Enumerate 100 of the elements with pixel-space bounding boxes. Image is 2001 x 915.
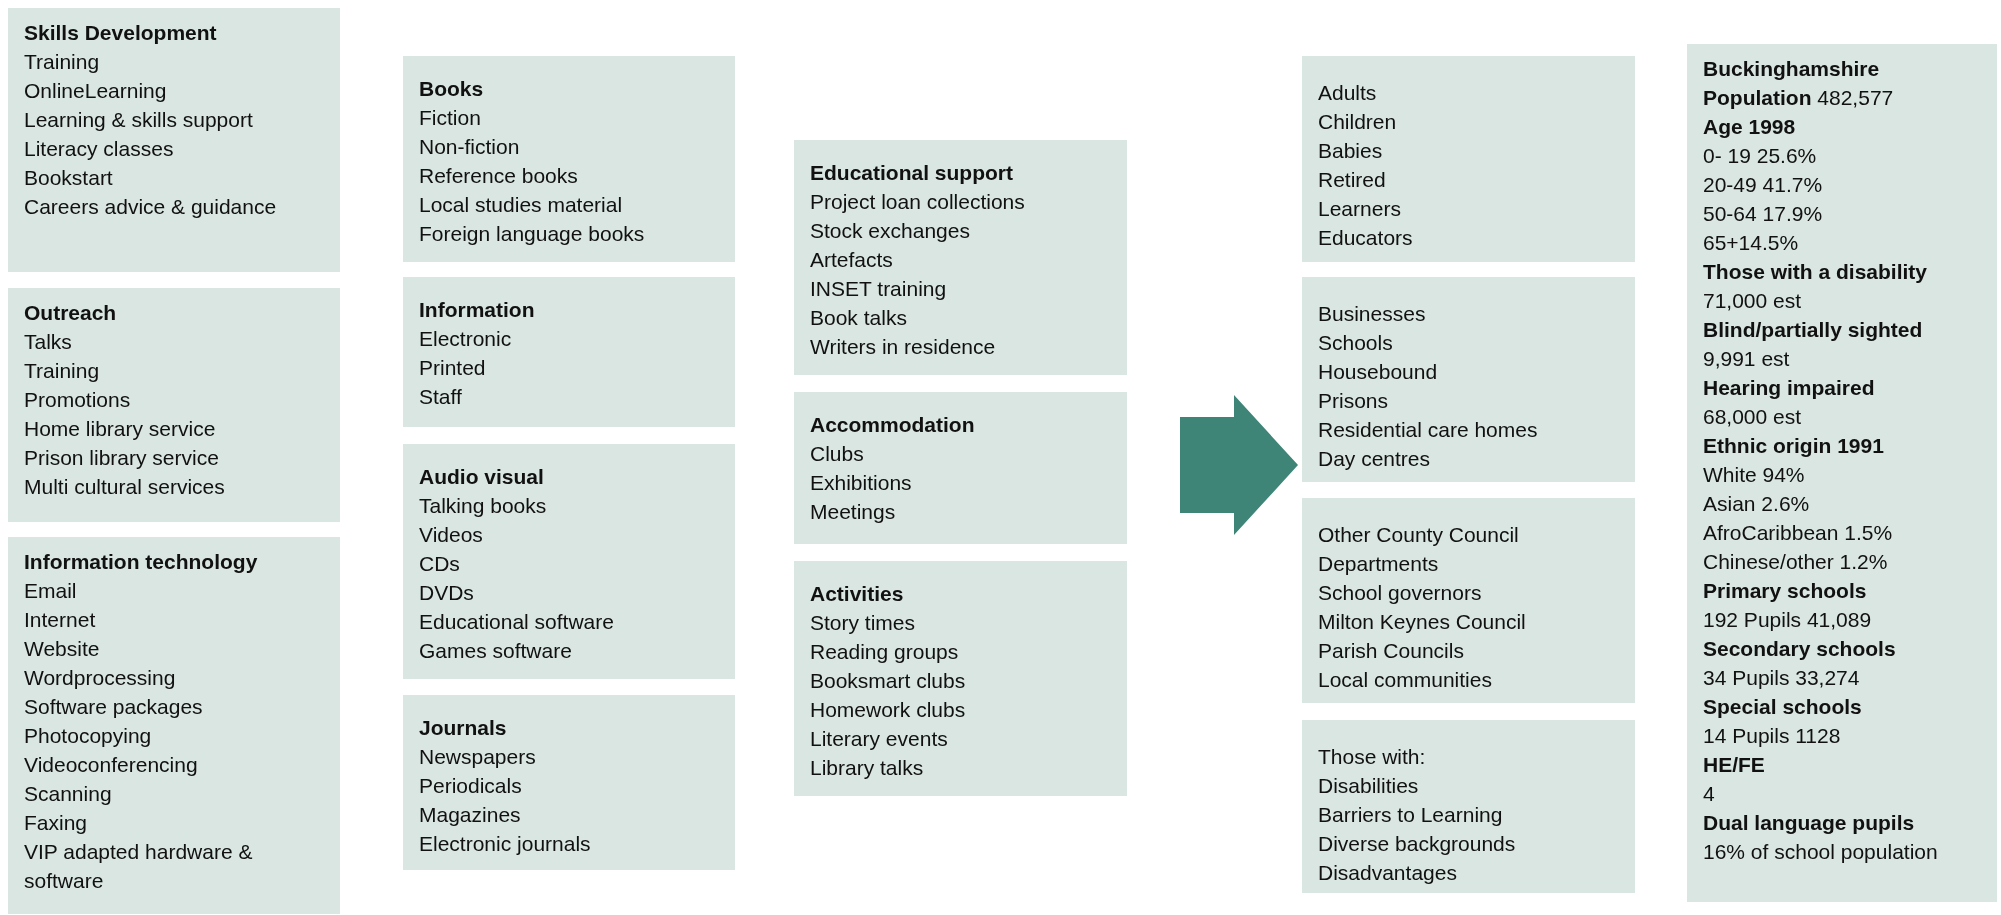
statistic-text: 16% of school population bbox=[1703, 839, 1939, 865]
list-item: Diverse backgrounds bbox=[1318, 831, 1517, 857]
statistic-text: 192 Pupils 41,089 bbox=[1703, 607, 1873, 633]
list-item: Scanning bbox=[24, 781, 113, 807]
statistic-text: 0- 19 25.6% bbox=[1703, 143, 1818, 169]
box-heading: Ethnic origin 1991 bbox=[1703, 433, 1885, 459]
box-heading: Dual language pupils bbox=[1703, 810, 1916, 836]
list-item: Email bbox=[24, 578, 78, 604]
list-item: Literary events bbox=[810, 726, 949, 752]
list-item: Reference books bbox=[419, 163, 579, 189]
info-box bbox=[8, 537, 340, 914]
info-box bbox=[8, 8, 340, 272]
statistic-text: Asian 2.6% bbox=[1703, 491, 1811, 517]
list-item: Website bbox=[24, 636, 101, 662]
list-item: Photocopying bbox=[24, 723, 153, 749]
block-arrow bbox=[1180, 395, 1298, 535]
statistic-text: Chinese/other 1.2% bbox=[1703, 549, 1889, 575]
info-box bbox=[1687, 44, 1997, 902]
list-item: Fiction bbox=[419, 105, 482, 131]
list-item: Disabilities bbox=[1318, 773, 1420, 799]
info-box bbox=[403, 277, 735, 427]
box-heading: Accommodation bbox=[810, 412, 976, 438]
list-item: Babies bbox=[1318, 138, 1384, 164]
list-item: CDs bbox=[419, 551, 461, 577]
info-box bbox=[1302, 720, 1635, 893]
list-item: Faxing bbox=[24, 810, 89, 836]
info-box bbox=[403, 695, 735, 870]
box-heading: Secondary schools bbox=[1703, 636, 1897, 662]
list-item: Booksmart clubs bbox=[810, 668, 967, 694]
box-heading: Outreach bbox=[24, 300, 118, 326]
list-item: Multi cultural services bbox=[24, 474, 226, 500]
list-item: Milton Keynes Council bbox=[1318, 609, 1527, 635]
list-item: Local studies material bbox=[419, 192, 624, 218]
list-item: Promotions bbox=[24, 387, 132, 413]
statistic-text: 65+14.5% bbox=[1703, 230, 1800, 256]
list-item: Local communities bbox=[1318, 667, 1493, 693]
box-heading: Hearing impaired bbox=[1703, 375, 1876, 401]
info-box bbox=[794, 140, 1127, 375]
list-item: Children bbox=[1318, 109, 1398, 135]
list-item: Careers advice & guidance bbox=[24, 194, 278, 220]
box-heading: Age 1998 bbox=[1703, 114, 1797, 140]
box-heading: Books bbox=[419, 76, 485, 102]
list-item: Talking books bbox=[419, 493, 548, 519]
list-item: Retired bbox=[1318, 167, 1387, 193]
list-item: Training bbox=[24, 358, 101, 384]
list-item: Home library service bbox=[24, 416, 217, 442]
list-item: Day centres bbox=[1318, 446, 1432, 472]
info-box bbox=[1302, 498, 1635, 703]
list-item: Software packages bbox=[24, 694, 204, 720]
list-item: Learners bbox=[1318, 196, 1402, 222]
list-item: Exhibitions bbox=[810, 470, 913, 496]
list-item: Reading groups bbox=[810, 639, 960, 665]
list-item: Artefacts bbox=[810, 247, 894, 273]
list-item: Parish Councils bbox=[1318, 638, 1465, 664]
list-item: School governors bbox=[1318, 580, 1483, 606]
info-box bbox=[403, 56, 735, 262]
list-item: Periodicals bbox=[419, 773, 523, 799]
list-item: Magazines bbox=[419, 802, 522, 828]
list-item: Other County Council Departments bbox=[1318, 522, 1520, 577]
list-item: Talks bbox=[24, 329, 73, 355]
list-item: Story times bbox=[810, 610, 917, 636]
statistic-text: 4 bbox=[1703, 781, 1716, 807]
box-heading: Primary schools bbox=[1703, 578, 1868, 604]
list-item: Electronic journals bbox=[419, 831, 592, 857]
box-heading: Activities bbox=[810, 581, 905, 607]
statistic-text: 34 Pupils 33,274 bbox=[1703, 665, 1861, 691]
statistic-text: AfroCaribbean 1.5% bbox=[1703, 520, 1894, 546]
list-item: Book talks bbox=[810, 305, 908, 331]
list-item: INSET training bbox=[810, 276, 948, 302]
list-item: Internet bbox=[24, 607, 97, 633]
list-item: Staff bbox=[419, 384, 463, 410]
list-item: Clubs bbox=[810, 441, 865, 467]
statistic-text: Buckinghamshire Population 482,577 bbox=[1703, 56, 1895, 111]
list-item: VIP adapted hardware & software bbox=[24, 839, 254, 894]
info-box bbox=[8, 288, 340, 522]
list-item: DVDs bbox=[419, 580, 475, 606]
box-heading: Information technology bbox=[24, 549, 259, 575]
statistic-text: 50-64 17.9% bbox=[1703, 201, 1824, 227]
statistic-text: 20-49 41.7% bbox=[1703, 172, 1824, 198]
box-heading: Special schools bbox=[1703, 694, 1863, 720]
list-item: Residential care homes bbox=[1318, 417, 1539, 443]
list-item: Barriers to Learning bbox=[1318, 802, 1504, 828]
box-heading: Skills Development bbox=[24, 20, 218, 46]
list-item: Newspapers bbox=[419, 744, 537, 770]
info-box bbox=[1302, 277, 1635, 482]
box-heading: Audio visual bbox=[419, 464, 545, 490]
list-item: Electronic bbox=[419, 326, 513, 352]
list-item: Adults bbox=[1318, 80, 1378, 106]
list-item: Educators bbox=[1318, 225, 1414, 251]
list-item: Meetings bbox=[810, 499, 897, 525]
list-item: Learning & skills support bbox=[24, 107, 254, 133]
statistic-text: 68,000 est bbox=[1703, 404, 1803, 430]
statistic-text: 71,000 est bbox=[1703, 288, 1803, 314]
info-box bbox=[794, 392, 1127, 544]
list-item: Non-fiction bbox=[419, 134, 521, 160]
list-item: Prisons bbox=[1318, 388, 1390, 414]
box-heading: Those with a disability bbox=[1703, 259, 1929, 285]
box-heading: Educational support bbox=[810, 160, 1014, 186]
list-item: Writers in residence bbox=[810, 334, 997, 360]
list-item: Housebound bbox=[1318, 359, 1439, 385]
